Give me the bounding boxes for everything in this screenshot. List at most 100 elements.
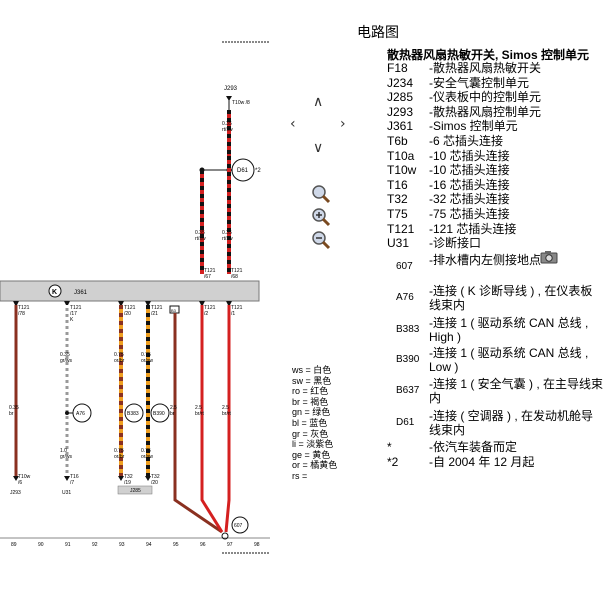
arrow-down-icon[interactable]: ∨ <box>313 140 324 156</box>
ground-607 <box>231 516 249 534</box>
legend-code: F18 <box>387 61 408 75</box>
wire-size-lower-5: 2.5 <box>170 405 177 411</box>
ruler-number: 90 <box>38 542 44 548</box>
bottom-pin-2-conn: T16 <box>70 474 79 480</box>
bottom-pin-1-conn: T10w <box>18 474 31 480</box>
wiring-diagram: J293 T10w /8 0.35 rt/sw D61 *2 0.35 rt/s… <box>0 41 270 554</box>
color-key-entry: gn = 绿色 <box>292 407 331 418</box>
ruler-number: 95 <box>173 542 179 548</box>
legend-code: T32 <box>387 192 408 207</box>
legend-description: -32 芯插头连接 <box>429 192 510 207</box>
legend-note-mark: * <box>387 440 392 454</box>
bottom-unit-3: J285 <box>130 488 141 494</box>
wire-size-upper-1: 0.35 <box>195 230 205 236</box>
b383-splice <box>124 403 144 423</box>
legend-description: -10 芯插头连接 <box>429 163 510 178</box>
arrow-right-icon[interactable]: › <box>340 116 346 132</box>
lower-pin-1-conn: T121 <box>18 305 30 311</box>
camera-icon[interactable] <box>540 250 558 264</box>
legend-extra-code: 607 <box>396 261 413 272</box>
legend-description: -Simos 控制单元 <box>429 119 518 134</box>
zoom-in-icon[interactable] <box>311 207 331 227</box>
ground-point <box>221 532 229 540</box>
lower-pin-1-pin: /78 <box>18 311 25 317</box>
bottom-unit-1: J293 <box>10 490 21 496</box>
a76-dot <box>65 411 69 415</box>
legend-code: T10a <box>387 148 415 163</box>
legend-code: J234 <box>387 75 414 90</box>
wire-color-lower-4b: or/sw <box>141 454 153 460</box>
legend-description: -安全气囊控制单元 <box>429 75 529 90</box>
wire-color-upper-2: rt/sw <box>222 236 233 242</box>
legend-extra-code: D61 <box>396 417 415 428</box>
ruler-number: 93 <box>119 542 125 548</box>
legend-description: -仪表板中的控制单元 <box>429 90 541 105</box>
color-key-entry: ro = 红色 <box>292 386 329 397</box>
color-key-entry: sw = 黑色 <box>292 375 332 386</box>
bottom-pin-3-pin: /19 <box>124 480 131 486</box>
ruler-number: 91 <box>65 542 71 548</box>
legend-note-description: -依汽车装备而定 <box>429 440 517 454</box>
arrow-up-icon[interactable]: ∧ <box>313 94 324 110</box>
wire-color-lower-3: or/br <box>114 358 125 364</box>
upper-pin-1-conn: T121 <box>204 268 216 274</box>
top-pin-label: T10w /8 <box>232 100 250 106</box>
bottom-unit-2: U31 <box>62 490 71 496</box>
b390-label: B390 <box>153 411 165 417</box>
wire-size-lower-2: 0.35 <box>60 352 70 358</box>
zoom-out-icon[interactable] <box>311 230 331 250</box>
legend-heading: 散热器风扇热敏开关, Simos 控制单元 <box>387 48 590 62</box>
top-arrow <box>226 96 232 101</box>
wire-color-lower-2: gr/ws <box>60 358 72 364</box>
upper-pin-2-pin: /68 <box>231 274 238 280</box>
lower-pin-4-pin: /21 <box>151 311 158 317</box>
zoom-reset-icon[interactable] <box>311 184 331 204</box>
legend-code: J285 <box>387 90 414 105</box>
lower-pin-2-conn: T121 <box>70 305 82 311</box>
wire-size-upper-2: 0.35 <box>222 230 232 236</box>
wire-size-lower-3b: 0.75 <box>114 448 124 454</box>
wire-size-lower-6: 2.5 <box>195 405 202 411</box>
top-connector-label: J293 <box>224 86 238 92</box>
wire-size-lower-4b: 0.75 <box>141 448 151 454</box>
d61-label: D61 <box>237 168 249 174</box>
ruler-number: 97 <box>227 542 233 548</box>
legend-extra-code: B383 <box>396 324 420 335</box>
wire-color-lower-5: br <box>170 411 175 417</box>
legend-description: -散热器风扇热敏开关 <box>429 61 541 75</box>
k-symbol <box>48 284 62 298</box>
wire-size-lower-1: 0.35 <box>9 405 19 411</box>
j285-bar <box>117 485 153 495</box>
legend-extra-code: B390 <box>396 354 420 365</box>
legend-extra-description: -排水槽内左侧接地点 <box>429 253 541 267</box>
ruler-number: 94 <box>146 542 152 548</box>
k-symbol-letter: K <box>52 289 57 296</box>
wire-color-lower-7: br/rt <box>222 411 232 417</box>
bottom-pin-3-conn: T32 <box>124 474 133 480</box>
legend-extra-description: -连接 ( K 诊断导线 ) , 在仪表板线束内 <box>429 284 593 312</box>
lower-pin-5-conn: T121 <box>204 305 216 311</box>
legend-note-mark: *2 <box>387 455 399 469</box>
legend-description: -6 芯插头连接 <box>429 134 504 148</box>
ruler-number: 98 <box>254 542 260 548</box>
lower-pin-3-pin: /20 <box>124 311 131 317</box>
wire-size-top: 0.35 <box>222 121 232 127</box>
wire-color-top: rt/sw <box>222 127 233 133</box>
wire-color-lower-2b: gr/ws <box>60 454 72 460</box>
arrow-left-icon[interactable]: ‹ <box>290 116 296 132</box>
legend-description: -16 芯插头连接 <box>429 177 510 192</box>
wire-color-upper-1: rt/sw <box>195 236 206 242</box>
control-unit-bar <box>0 280 260 302</box>
legend-extra-code: A76 <box>396 292 414 303</box>
bottom-arrows <box>13 476 151 481</box>
color-key-entry: li = 淡紫色 <box>292 439 334 450</box>
legend-description: -121 芯插头连接 <box>429 221 517 236</box>
wire-size-lower-2b: 1.0 <box>60 448 67 454</box>
color-key-entry: rs = <box>292 471 308 481</box>
wire-color-lower-4: or/sw <box>141 358 153 364</box>
bottom-pin-2-pin: /7 <box>70 480 74 486</box>
legend-description: -75 芯插头连接 <box>429 207 510 221</box>
legend-code: T121 <box>387 221 415 236</box>
wire-size-lower-7: 2.5 <box>222 405 229 411</box>
